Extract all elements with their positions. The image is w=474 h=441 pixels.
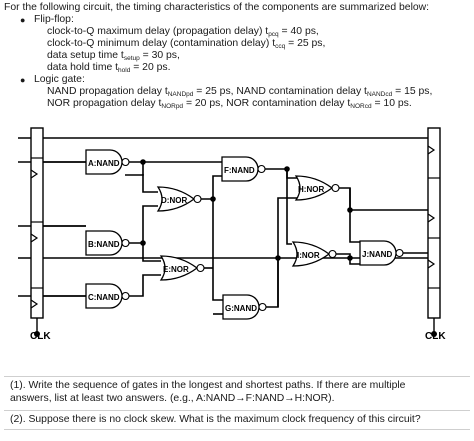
spec-line-tccq: clock-to-Q minimum delay (contamination … bbox=[47, 38, 326, 50]
clk-label-left: CLK bbox=[30, 331, 51, 342]
gate-e: E:NOR bbox=[160, 255, 205, 281]
spec-line-nand: NAND propagation delay tNANDpd = 25 ps, … bbox=[47, 86, 433, 98]
right-flipflop-column bbox=[427, 127, 441, 337]
spec-line-nor: NOR propagation delay tNORpd = 20 ps, NO… bbox=[47, 98, 412, 110]
flipflop-heading: Flip-flop: bbox=[34, 14, 74, 25]
svg-text:D:NOR: D:NOR bbox=[161, 196, 187, 205]
svg-text:J:NAND: J:NAND bbox=[362, 250, 392, 259]
question-2-box bbox=[4, 410, 470, 430]
svg-text:C:NAND: C:NAND bbox=[88, 293, 120, 302]
gate-g: G:NAND bbox=[222, 294, 267, 320]
svg-text:H:NOR: H:NOR bbox=[298, 185, 324, 194]
question-1-line-1: (1). Write the sequence of gates in the … bbox=[10, 380, 406, 391]
gate-a: A:NAND bbox=[85, 149, 130, 175]
question-2-text: (2). Suppose there is no clock skew. Wha… bbox=[10, 414, 421, 425]
gate-j: J:NAND bbox=[359, 240, 404, 266]
intro-text: For the following circuit, the timing ch… bbox=[4, 2, 430, 13]
gate-f: F:NAND bbox=[221, 156, 266, 182]
gate-h: H:NOR bbox=[295, 175, 340, 201]
gate-i: I:NOR bbox=[292, 241, 337, 267]
svg-text:B:NAND: B:NAND bbox=[88, 240, 120, 249]
gate-c: C:NAND bbox=[85, 283, 130, 309]
spec-line-thold: data hold time thold = 20 ps. bbox=[47, 62, 171, 74]
question-1-line-2: answers, list at least two answers. (e.g… bbox=[10, 393, 335, 404]
svg-text:A:NAND: A:NAND bbox=[88, 159, 120, 168]
gate-d: D:NOR bbox=[157, 186, 202, 212]
spec-line-tsetup: data setup time tsetup = 30 ps, bbox=[47, 50, 180, 62]
spec-line-tpcq: clock-to-Q maximum delay (propagation de… bbox=[47, 26, 319, 38]
circuit-diagram: A:NAND B:NAND C:NAND D:NOR E:NOR F:NAND … bbox=[18, 127, 446, 342]
svg-text:I:NOR: I:NOR bbox=[297, 251, 320, 260]
bullet-icon: ● bbox=[20, 75, 26, 85]
question-1-divider bbox=[4, 376, 470, 377]
svg-text:E:NOR: E:NOR bbox=[163, 265, 189, 274]
logic-heading: Logic gate: bbox=[34, 74, 85, 85]
clk-label-right: CLK bbox=[425, 331, 446, 342]
left-flipflop-column bbox=[30, 127, 86, 337]
svg-text:F:NAND: F:NAND bbox=[224, 166, 255, 175]
bullet-icon: ● bbox=[20, 15, 26, 25]
junction-dots bbox=[140, 159, 353, 261]
gate-b: B:NAND bbox=[85, 230, 130, 256]
svg-text:G:NAND: G:NAND bbox=[225, 304, 257, 313]
